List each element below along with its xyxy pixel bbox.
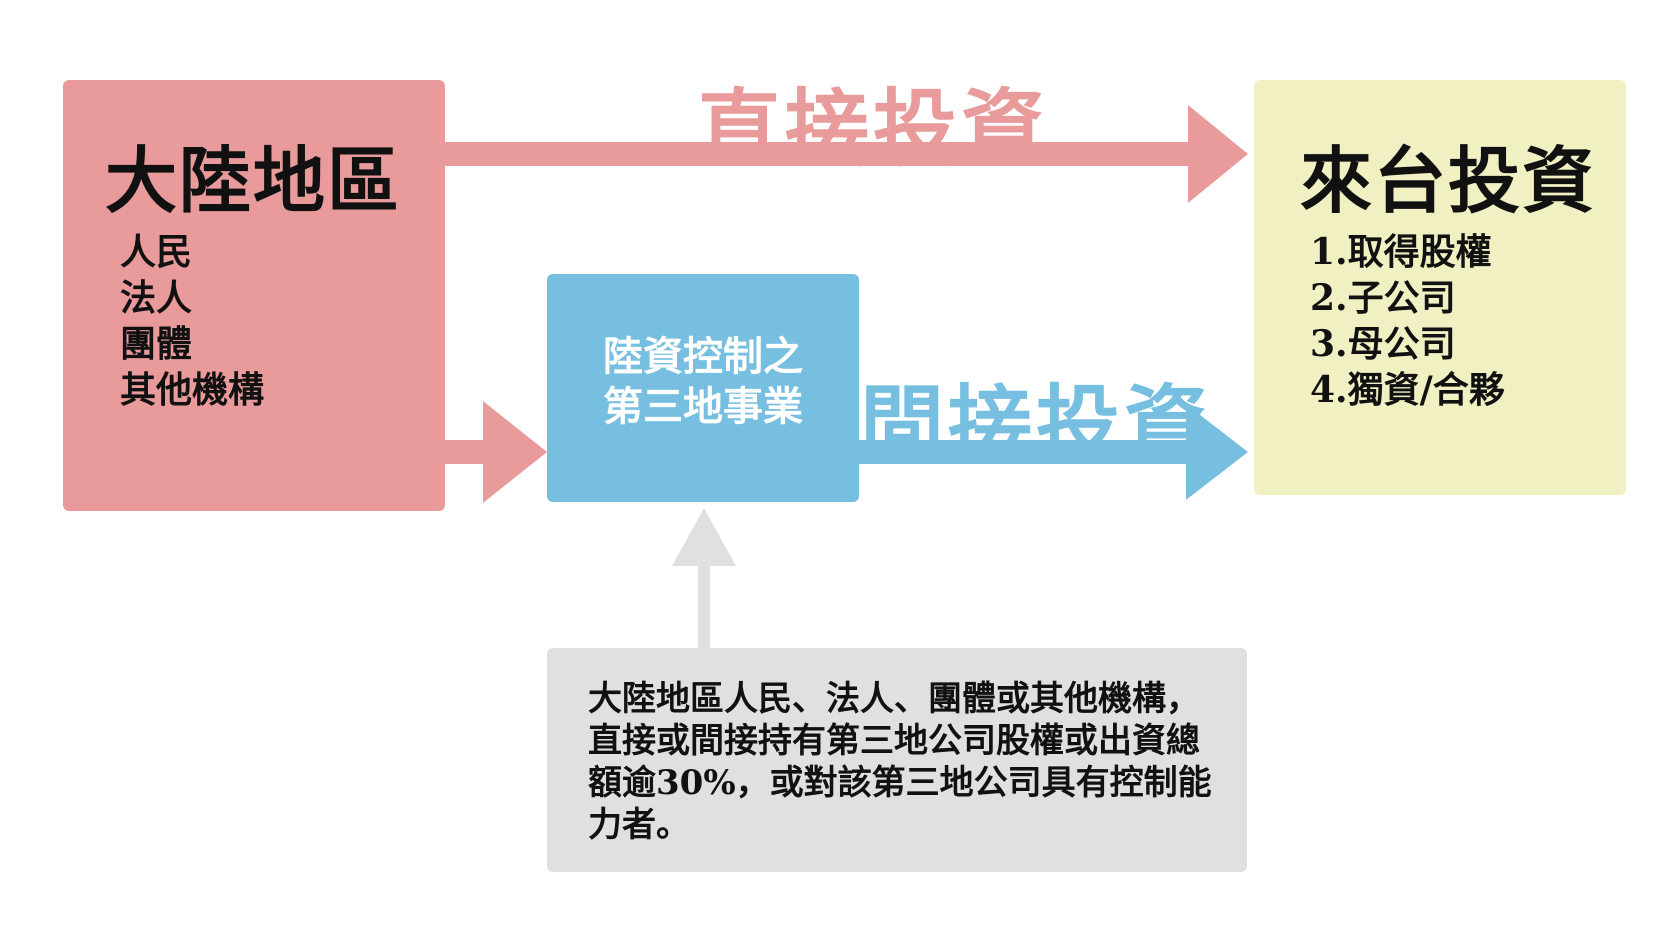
source-list: 人民 法人 團體 其他機構 (120, 229, 264, 413)
target-item: 1.取得股權 (1310, 231, 1492, 273)
note-text: 大陸地區人民、法人、團體或其他機構，直接或間接持有第三地公司股權或出資總額逾30… (588, 679, 1212, 845)
third-party-label: 陸資控制之 第三地事業 (547, 332, 859, 432)
target-box (1254, 80, 1626, 495)
target-title: 來台投資 (1300, 138, 1597, 223)
indirect-investment-label: 間接投資 (860, 375, 1213, 474)
target-list: 1.取得股權 2.子公司 3.母公司 4.獨資/合夥 (1310, 229, 1505, 413)
target-item: 2.子公司 (1310, 277, 1456, 319)
direct-investment-label: 直接投資 (697, 79, 1050, 178)
source-box (63, 80, 445, 511)
third-party-label-line: 陸資控制之 (603, 333, 803, 380)
third-party-box (547, 274, 859, 502)
source-item: 團體 (120, 323, 193, 365)
source-item: 法人 (120, 277, 193, 319)
direct-arrow (445, 105, 1248, 203)
source-to-third-arrow (445, 401, 547, 503)
note-box (547, 648, 1247, 872)
target-item: 4.獨資/合夥 (1310, 369, 1505, 411)
source-item: 其他機構 (120, 369, 265, 411)
target-item: 3.母公司 (1310, 323, 1456, 365)
source-title: 大陸地區 (105, 138, 402, 223)
source-item: 人民 (120, 231, 193, 273)
third-party-label-line: 第三地事業 (603, 383, 803, 430)
indirect-arrow (859, 404, 1248, 500)
note-to-third-arrow (672, 508, 736, 648)
